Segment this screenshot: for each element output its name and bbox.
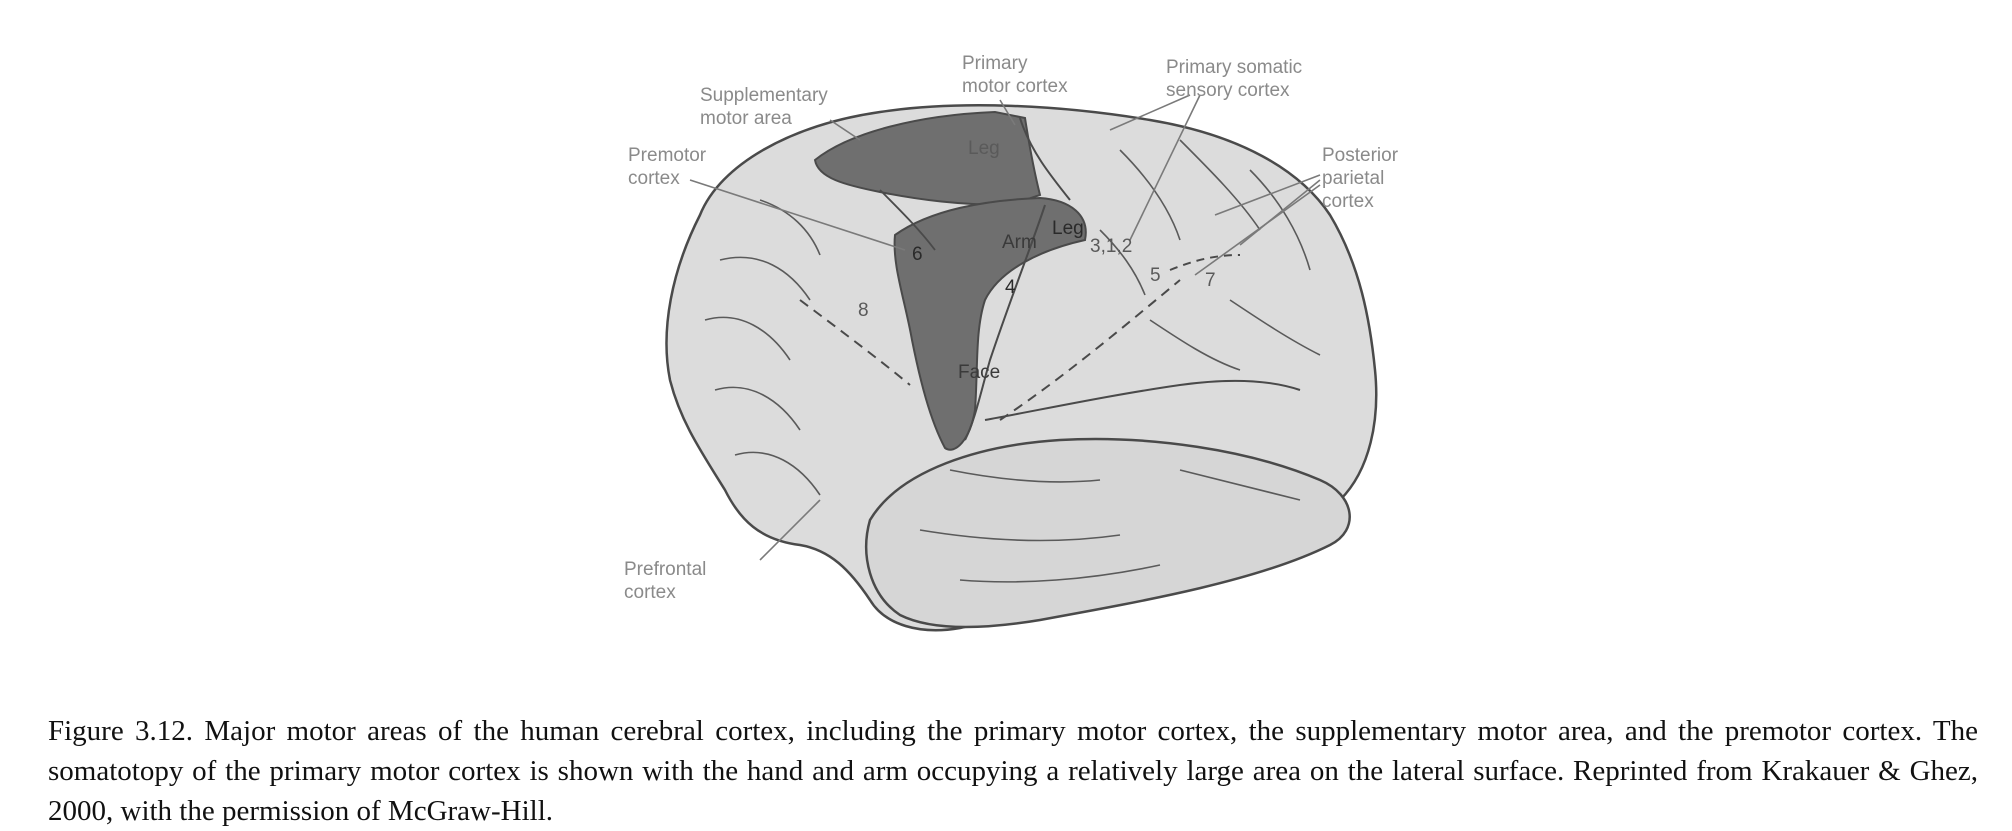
area-4-label: 4 (1005, 277, 1016, 298)
boundary-5-7 (1169, 254, 1241, 271)
brain-figure: Supplementary motor area Primary motor c… (624, 53, 1399, 632)
area-6-label: 6 (912, 244, 923, 265)
face-label: Face (958, 362, 1001, 383)
lateral-fissure (984, 379, 1301, 421)
premotor-boundary (879, 189, 936, 251)
area-5-label: 5 (1150, 265, 1161, 286)
arm-label: Arm (1002, 232, 1037, 253)
leader-lines (689, 94, 1321, 561)
supplementary-motor-area-label: Supplementary motor area (700, 85, 828, 129)
supplementary-motor-area-region (813, 110, 1042, 207)
central-sulcus-top (1019, 117, 1071, 201)
gyri-details (704, 139, 1321, 583)
boundary-area-8 (799, 299, 911, 386)
primary-motor-cortex-label: Primary motor cortex (962, 53, 1068, 97)
prefrontal-cortex-label: Prefrontal cortex (624, 559, 707, 603)
boundary-parietal (999, 279, 1181, 421)
figure-caption: Figure 3.12. Major motor areas of the hu… (48, 715, 1978, 827)
area-312-label: 3,1,2 (1090, 236, 1133, 257)
central-sulcus (964, 204, 1046, 441)
premotor-cortex-label: Premotor cortex (628, 145, 707, 189)
posterior-parietal-cortex-label: Posterior parietal cortex (1322, 145, 1399, 212)
leg-label-top: Leg (968, 138, 1000, 159)
brain-illustration (665, 94, 1378, 632)
motor-cortex-region (893, 196, 1087, 451)
leg-label-lateral: Leg (1052, 218, 1084, 239)
temporal-lobe (865, 437, 1351, 629)
area-7-label: 7 (1205, 270, 1216, 291)
primary-somatic-sensory-cortex-label: Primary somatic sensory cortex (1166, 57, 1303, 101)
area-8-label: 8 (858, 300, 869, 321)
